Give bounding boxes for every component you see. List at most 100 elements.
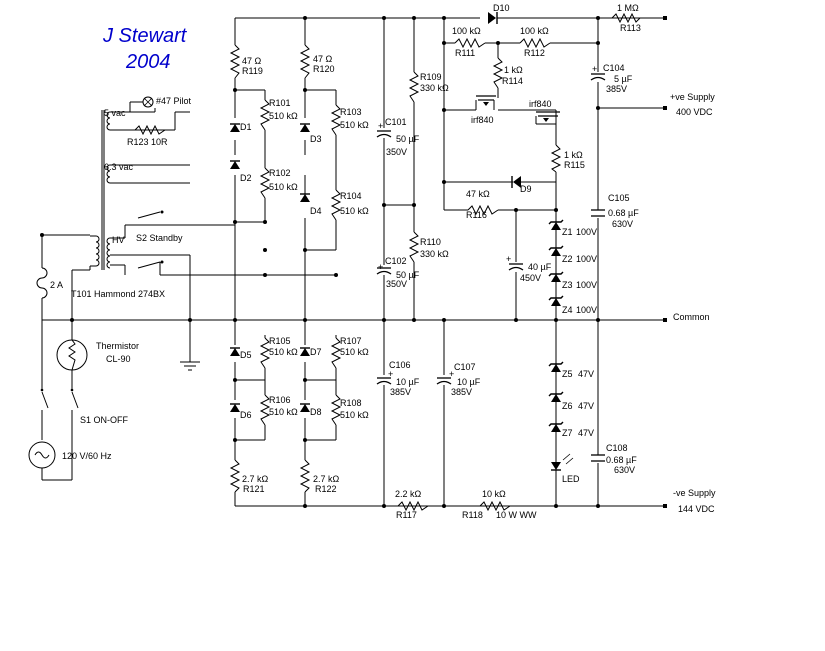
output-terminals: +ve Supply 400 VDC Common -ve Supply 144… bbox=[663, 16, 716, 514]
r112-label: R112 bbox=[524, 48, 545, 58]
c40u-plus: + bbox=[506, 254, 511, 264]
fuse: 2 A bbox=[36, 267, 63, 299]
diode-d9: D9 bbox=[511, 176, 532, 194]
z6-label: Z6 bbox=[562, 401, 573, 411]
d10-label: D10 bbox=[493, 3, 510, 13]
r121-label: R121 bbox=[243, 484, 265, 494]
c40u-voltage: 450V bbox=[520, 273, 541, 283]
author-name: J Stewart bbox=[102, 25, 188, 47]
diodes: D1 D2 D3 D4 D5 D6 D7 D8 D9 D10 bbox=[229, 3, 532, 420]
z2-value: 100V bbox=[576, 254, 597, 264]
r117-label: R117 bbox=[396, 510, 417, 520]
z6-value: 47V bbox=[578, 401, 594, 411]
d7-label: D7 bbox=[310, 347, 322, 357]
d6-label: D6 bbox=[240, 410, 252, 420]
pos-supply-label: +ve Supply bbox=[670, 92, 715, 102]
c104-label: C104 bbox=[603, 63, 625, 73]
resistor-r103: R103 510 kΩ bbox=[330, 104, 369, 136]
resistor-r122: 2.7 kΩ R122 bbox=[299, 459, 340, 494]
resistor-r105: R105 510 kΩ bbox=[259, 336, 298, 369]
mosfet-q1: irf840 bbox=[471, 95, 496, 125]
d9-label: D9 bbox=[520, 184, 532, 194]
ground bbox=[180, 361, 200, 371]
winding-5v-label: 5 vac bbox=[104, 108, 126, 118]
d4-label: D4 bbox=[310, 206, 322, 216]
wiring bbox=[41, 17, 665, 507]
r120-value: 47 Ω bbox=[313, 54, 333, 64]
r111-label: R111 bbox=[455, 48, 475, 58]
z1-value: 100V bbox=[576, 227, 597, 237]
d5-label: D5 bbox=[240, 350, 252, 360]
d8-label: D8 bbox=[310, 407, 322, 417]
resistor-r107: R107 510 kΩ bbox=[330, 336, 369, 369]
standby-switch: S2 Standby bbox=[136, 210, 183, 275]
author-year: 2004 bbox=[125, 51, 171, 73]
r108-label: R108 bbox=[340, 398, 362, 408]
junctions bbox=[40, 16, 600, 508]
r118-rating: 10 W WW bbox=[496, 510, 537, 520]
pilot-lamp: #47 Pilot bbox=[129, 96, 192, 112]
resistor-r102: R102 510 kΩ bbox=[259, 167, 298, 199]
zener-z6: Z6 47V bbox=[548, 391, 594, 411]
terminal-top bbox=[663, 16, 667, 20]
r104-label: R104 bbox=[340, 191, 362, 201]
pos-voltage-label: 400 VDC bbox=[676, 107, 713, 117]
capacitor-c102: C102 + 50 µF 350V bbox=[376, 256, 420, 289]
r118-value: 10 kΩ bbox=[482, 489, 506, 499]
r110-value: 330 kΩ bbox=[420, 249, 449, 259]
winding-6v3-label: 6.3 vac bbox=[104, 162, 134, 172]
standby-label: S2 Standby bbox=[136, 233, 183, 243]
z7-value: 47V bbox=[578, 428, 594, 438]
r102-label: R102 bbox=[269, 168, 291, 178]
diode-d5: D5 bbox=[229, 347, 252, 360]
r108-value: 510 kΩ bbox=[340, 410, 369, 420]
diode-d3: D3 bbox=[299, 123, 322, 144]
r105-label: R105 bbox=[269, 336, 291, 346]
neg-voltage-label: 144 VDC bbox=[678, 504, 715, 514]
resistor-r110: R110 330 kΩ bbox=[408, 231, 449, 263]
resistor-r123: R123 10R bbox=[127, 124, 168, 147]
terminal-positive bbox=[663, 106, 667, 110]
thermistor: Thermistor CL-90 bbox=[56, 339, 139, 371]
r106-value: 510 kΩ bbox=[269, 407, 298, 417]
c102-value: 50 µF bbox=[396, 270, 420, 280]
r119-value: 47 Ω bbox=[242, 56, 262, 66]
resistor-r119: 47 Ω R119 bbox=[229, 44, 263, 79]
r115-label: R115 bbox=[564, 160, 585, 170]
capacitor-c101: C101 + 50 µF 350V bbox=[376, 117, 420, 157]
r111-value: 100 kΩ bbox=[452, 26, 481, 36]
q1-label: irf840 bbox=[471, 115, 494, 125]
d2-label: D2 bbox=[240, 173, 252, 183]
r116-value: 47 kΩ bbox=[466, 189, 490, 199]
resistor-r120: 47 Ω R120 bbox=[299, 44, 335, 79]
diode-d4: D4 bbox=[299, 193, 322, 216]
resistor-r114: 1 kΩ R114 bbox=[492, 57, 523, 89]
mosfets: irf840 irf840 bbox=[471, 95, 560, 125]
power-switch: S1 ON-OFF bbox=[40, 388, 129, 425]
transformer: 5 vac 6.3 vac HV T101 Hammond 274BX bbox=[71, 108, 165, 299]
capacitor-c107: C107 + 10 µF 385V bbox=[436, 362, 481, 397]
z5-value: 47V bbox=[578, 369, 594, 379]
r122-value: 2.7 kΩ bbox=[313, 474, 340, 484]
c102-label: C102 bbox=[385, 256, 407, 266]
diode-d8: D8 bbox=[299, 403, 322, 417]
resistor-r109: R109 330 kΩ bbox=[408, 71, 449, 103]
resistor-r108: R108 510 kΩ bbox=[330, 394, 369, 426]
resistor-r101: R101 510 kΩ bbox=[259, 98, 298, 131]
z3-label: Z3 bbox=[562, 280, 573, 290]
d1-label: D1 bbox=[240, 122, 252, 132]
thermistor-part: CL-90 bbox=[106, 354, 131, 364]
c108-voltage: 630V bbox=[614, 465, 635, 475]
common-label: Common bbox=[673, 312, 710, 322]
author-block: J Stewart 2004 bbox=[102, 25, 188, 73]
r101-label: R101 bbox=[269, 98, 291, 108]
c101-value: 50 µF bbox=[396, 134, 420, 144]
c108-value: 0.68 µF bbox=[606, 455, 637, 465]
r119-label: R119 bbox=[242, 66, 263, 76]
r113-label: R113 bbox=[620, 23, 641, 33]
